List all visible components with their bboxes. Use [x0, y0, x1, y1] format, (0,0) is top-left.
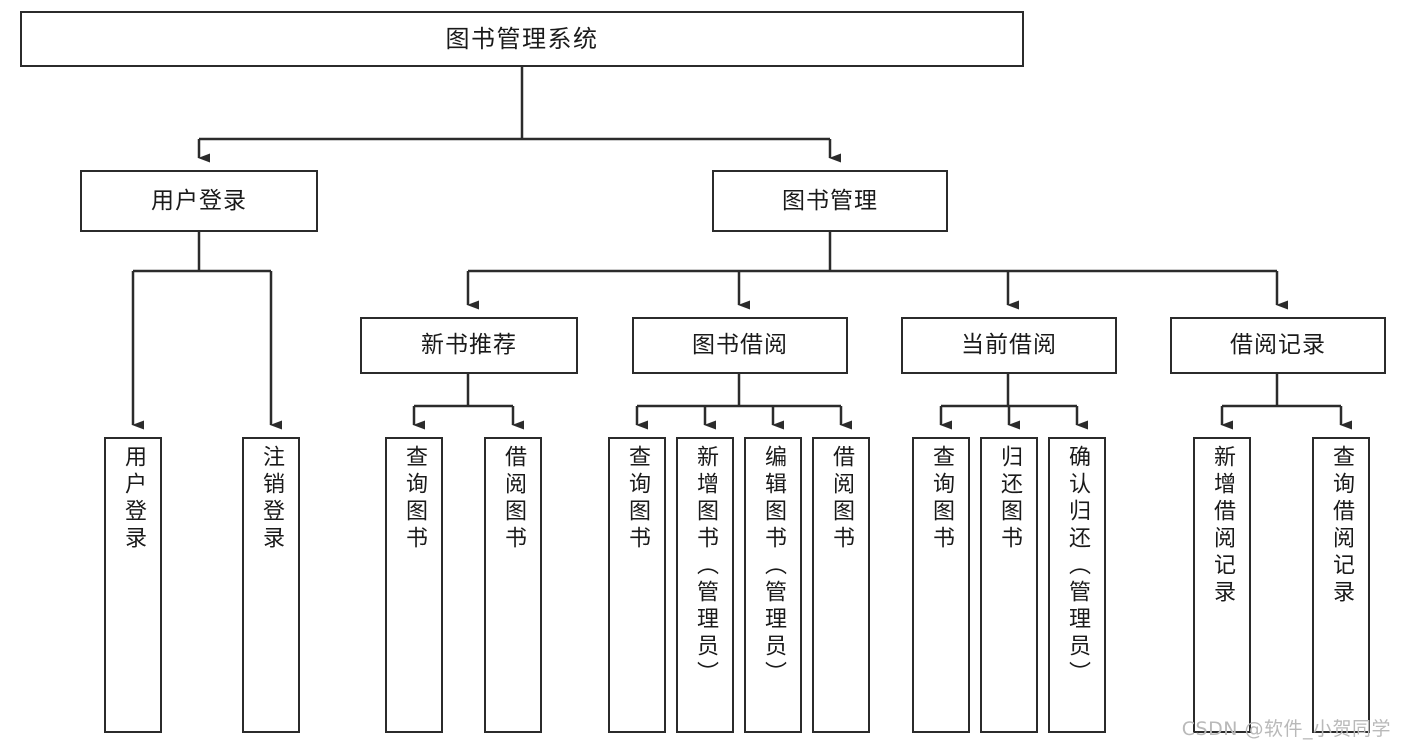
node-user-login-label: 用户登录: [151, 187, 247, 214]
node-leaf-query-record-label: 查询借阅记录: [1329, 445, 1354, 607]
node-leaf-add-record[interactable]: 新增借阅记录: [1193, 437, 1251, 733]
node-new-book-recommend-label: 新书推荐: [421, 332, 517, 359]
node-leaf-query-record[interactable]: 查询借阅记录: [1312, 437, 1370, 733]
node-leaf-add-book[interactable]: 新增图书（管理员）: [676, 437, 734, 733]
node-leaf-query-book-2-label: 查询图书: [625, 445, 650, 553]
node-root-system-label: 图书管理系统: [445, 25, 599, 53]
node-leaf-add-book-label: 新增图书（管理员）: [693, 445, 718, 688]
node-book-borrow[interactable]: 图书借阅: [632, 317, 848, 374]
node-borrow-record[interactable]: 借阅记录: [1170, 317, 1386, 374]
node-root-system[interactable]: 图书管理系统: [20, 11, 1024, 67]
node-leaf-edit-book[interactable]: 编辑图书（管理员）: [744, 437, 802, 733]
node-book-management[interactable]: 图书管理: [712, 170, 948, 232]
node-leaf-query-book-1[interactable]: 查询图书: [385, 437, 443, 733]
node-leaf-borrow-book-2[interactable]: 借阅图书: [812, 437, 870, 733]
node-leaf-user-login-label: 用户登录: [121, 445, 146, 553]
node-borrow-record-label: 借阅记录: [1230, 332, 1326, 359]
node-leaf-borrow-book-1-label: 借阅图书: [501, 445, 526, 553]
node-leaf-query-book-2[interactable]: 查询图书: [608, 437, 666, 733]
node-leaf-borrow-book-1[interactable]: 借阅图书: [484, 437, 542, 733]
node-leaf-query-book-1-label: 查询图书: [402, 445, 427, 553]
node-current-borrow[interactable]: 当前借阅: [901, 317, 1117, 374]
node-leaf-query-book-3[interactable]: 查询图书: [912, 437, 970, 733]
node-leaf-logout-login-label: 注销登录: [259, 445, 284, 553]
node-book-borrow-label: 图书借阅: [692, 332, 788, 359]
node-book-management-label: 图书管理: [782, 187, 878, 214]
node-leaf-borrow-book-2-label: 借阅图书: [829, 445, 854, 553]
node-leaf-edit-book-label: 编辑图书（管理员）: [761, 445, 786, 688]
node-leaf-logout-login[interactable]: 注销登录: [242, 437, 300, 733]
node-current-borrow-label: 当前借阅: [961, 332, 1057, 359]
csdn-watermark: CSDN @软件_小贺同学: [1181, 718, 1391, 740]
node-leaf-return-book[interactable]: 归还图书: [980, 437, 1038, 733]
node-user-login[interactable]: 用户登录: [80, 170, 318, 232]
node-leaf-return-book-label: 归还图书: [997, 445, 1022, 553]
node-leaf-confirm-return[interactable]: 确认归还（管理员）: [1048, 437, 1106, 733]
node-leaf-user-login[interactable]: 用户登录: [104, 437, 162, 733]
node-leaf-query-book-3-label: 查询图书: [929, 445, 954, 553]
node-new-book-recommend[interactable]: 新书推荐: [360, 317, 578, 374]
node-leaf-add-record-label: 新增借阅记录: [1210, 445, 1235, 607]
node-leaf-confirm-return-label: 确认归还（管理员）: [1065, 445, 1090, 688]
